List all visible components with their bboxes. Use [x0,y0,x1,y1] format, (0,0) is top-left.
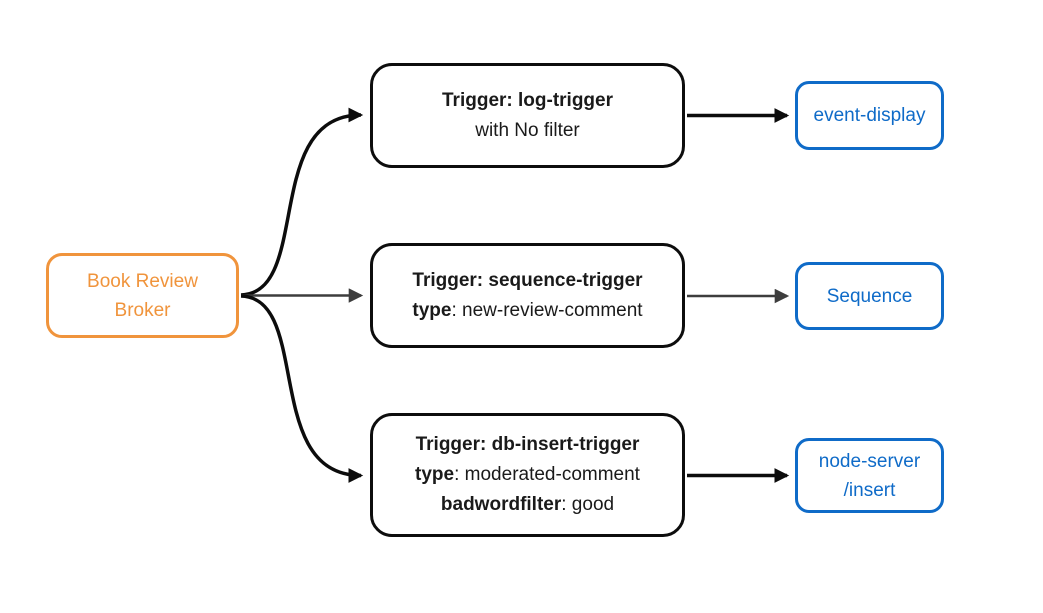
node-book-review-broker: Book Review Broker [46,253,239,338]
sequence-trigger-attr: type: new-review-comment [412,296,642,326]
node-db-insert-trigger: Trigger: db-insert-trigger type: moderat… [370,413,685,537]
db-insert-trigger-attr1-key: type [415,464,455,485]
sequence-label: Sequence [826,285,913,307]
node-server-label-line1: node-server [818,450,921,472]
db-insert-trigger-attr2: badwordfilter: good [441,490,614,520]
node-node-server-insert: node-server /insert [795,438,944,513]
db-insert-trigger-attr1: type: moderated-comment [415,460,640,490]
broker-label-line1: Book Review [87,270,198,292]
log-trigger-title: Trigger: log-trigger [442,89,613,111]
node-sequence-trigger: Trigger: sequence-trigger type: new-revi… [370,243,685,348]
log-trigger-subtitle: with No filter [475,119,580,141]
node-event-display: event-display [795,81,944,150]
db-insert-trigger-attr1-value: : moderated-comment [454,464,640,485]
node-log-trigger: Trigger: log-trigger with No filter [370,63,685,168]
sequence-trigger-attr-key: type [412,299,452,321]
sequence-trigger-attr-value: : new-review-comment [451,299,643,321]
node-server-label-line2: /insert [843,479,896,501]
edge-broker-to-log-trigger [240,107,364,297]
db-insert-trigger-attr2-value: : good [561,494,615,515]
event-display-label: event-display [813,105,926,126]
node-sequence: Sequence [795,262,944,330]
edge-broker-to-db-insert-trigger [240,294,364,483]
db-insert-trigger-title: Trigger: db-insert-trigger [415,434,640,455]
sequence-trigger-title: Trigger: sequence-trigger [412,269,643,291]
broker-label-line2: Broker [114,299,171,321]
db-insert-trigger-attr2-key: badwordfilter [440,494,562,515]
